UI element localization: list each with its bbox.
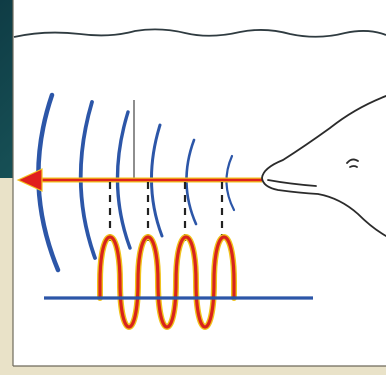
frame-left-strip <box>0 178 14 375</box>
